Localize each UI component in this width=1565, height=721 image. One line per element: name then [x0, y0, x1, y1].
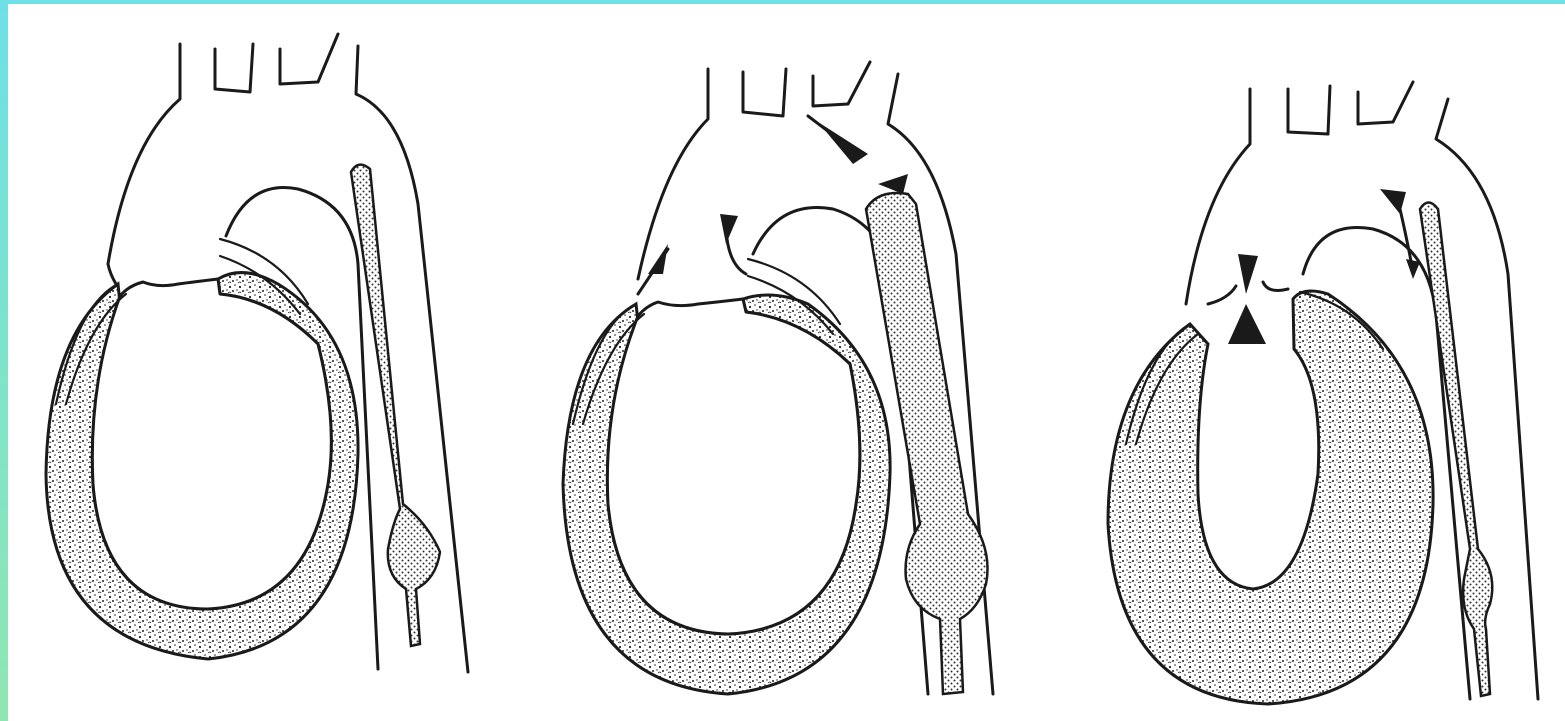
- ventricle-wall: [1108, 291, 1433, 704]
- diagram-frame: [8, 4, 1565, 721]
- cardiac-diagram: [8, 4, 1565, 721]
- ventricle-cavity: [92, 279, 331, 609]
- panel-1: [46, 34, 468, 672]
- arrow-up-left-shaft: [808, 116, 858, 154]
- ventricle-cavity: [607, 299, 859, 634]
- arrow-down-right-icon: [720, 214, 738, 244]
- panel-2: [563, 62, 993, 694]
- aorta-outline: [108, 264, 116, 284]
- arrow-down-head-icon: [1406, 259, 1420, 279]
- arrow-down-left-icon: [648, 244, 668, 274]
- arrow-up-icon: [1238, 254, 1258, 294]
- arrow-head-icon: [878, 174, 908, 194]
- arrow-up-body-icon: [1228, 304, 1266, 344]
- panel-3: [1108, 82, 1538, 704]
- arrow-down-icon: [1380, 189, 1406, 214]
